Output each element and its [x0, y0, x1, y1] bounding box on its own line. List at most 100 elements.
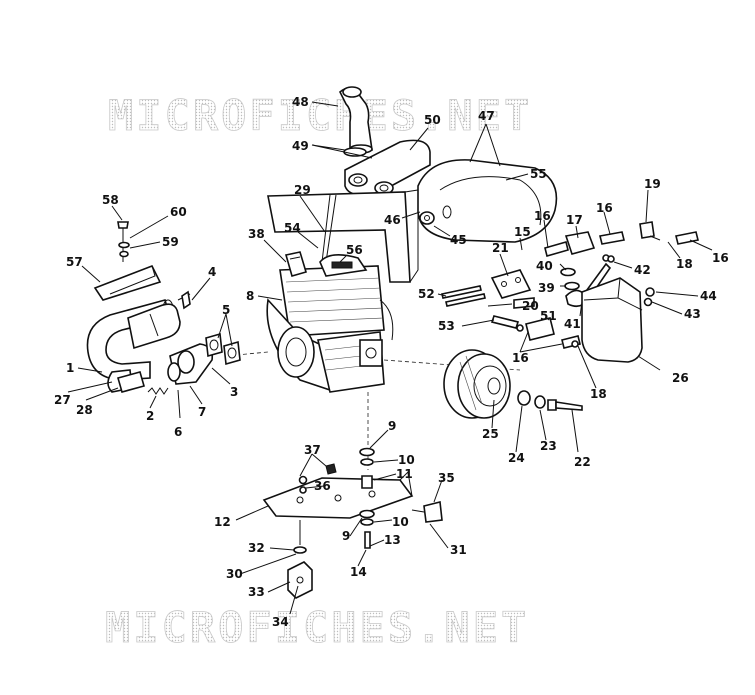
callout-6: 6	[174, 425, 182, 439]
exhaust-manifold	[167, 343, 214, 385]
exhaust-gaskets	[205, 332, 241, 366]
callout-9-bottom: 9	[342, 529, 350, 543]
callout-52: 52	[418, 287, 435, 301]
bracket-nut	[119, 250, 129, 258]
callout-17: 17	[566, 213, 583, 227]
callout-11: 11	[396, 467, 413, 481]
callout-16-top-a: 16	[534, 209, 551, 223]
callout-7: 7	[198, 405, 206, 419]
callout-9-top: 9	[388, 419, 396, 433]
pulley-bolt	[547, 399, 583, 411]
callout-34: 34	[272, 615, 289, 629]
callout-39: 39	[538, 281, 555, 295]
leader-lines	[67, 101, 713, 615]
callout-32: 32	[248, 541, 265, 555]
exhaust-clamp	[107, 369, 145, 393]
callout-10-top: 10	[398, 453, 415, 467]
watermark-bottom: MICROFICHES.NET	[105, 603, 529, 652]
starter-handle	[284, 251, 307, 277]
side-bracket	[411, 501, 443, 523]
throttle-lever	[565, 262, 612, 308]
callout-21: 21	[492, 241, 509, 255]
callout-35: 35	[438, 471, 455, 485]
pulley-lockwasher	[534, 395, 546, 409]
callout-55: 55	[530, 167, 547, 181]
plate-clip	[325, 463, 337, 475]
callout-24: 24	[508, 451, 525, 465]
engine-mount-plate	[262, 470, 414, 519]
callout-10-bottom: 10	[392, 515, 409, 529]
callout-59: 59	[162, 235, 179, 249]
engine-block	[266, 265, 394, 393]
callout-33: 33	[248, 585, 265, 599]
muffler	[127, 303, 181, 350]
callout-27: 27	[54, 393, 71, 407]
mount-bushing-bottom	[359, 509, 375, 549]
callout-56: 56	[346, 243, 363, 257]
lower-mount-bracket	[287, 561, 313, 599]
callout-45: 45	[450, 233, 467, 247]
callout-53: 53	[438, 319, 455, 333]
small-spring	[147, 387, 169, 395]
exhaust-spring	[177, 290, 191, 310]
callout-58: 58	[102, 193, 119, 207]
mounting-plate-small	[490, 269, 532, 299]
callout-37: 37	[304, 443, 321, 457]
callout-20: 20	[522, 299, 539, 313]
callout-29: 29	[294, 183, 311, 197]
callout-3: 3	[230, 385, 238, 399]
callout-28: 28	[76, 403, 93, 417]
drive-pulley	[443, 349, 511, 419]
callout-31: 31	[450, 543, 467, 557]
callout-60: 60	[170, 205, 187, 219]
callout-36: 36	[314, 479, 331, 493]
callout-14: 14	[350, 565, 367, 579]
callout-47: 47	[478, 109, 495, 123]
callout-43: 43	[684, 307, 701, 321]
callout-25: 25	[482, 427, 499, 441]
engine-housing-rear	[267, 189, 419, 283]
pulley-washer	[517, 390, 531, 406]
callout-16-right: 16	[712, 251, 729, 265]
callout-4: 4	[208, 265, 216, 279]
linkage-rods	[544, 221, 699, 263]
callout-16-top-b: 16	[596, 201, 613, 215]
fan-shroud	[417, 159, 558, 243]
plate-washer	[299, 486, 307, 494]
callout-12: 12	[214, 515, 231, 529]
mounting-pins	[441, 285, 486, 307]
callout-38: 38	[248, 227, 265, 241]
callout-5: 5	[222, 303, 230, 317]
callout-26: 26	[672, 371, 689, 385]
callout-19: 19	[644, 177, 661, 191]
callout-48: 48	[292, 95, 309, 109]
carb-mount-rods	[490, 297, 581, 349]
tank-nut	[643, 297, 653, 307]
callout-13: 13	[384, 533, 401, 547]
callout-51: 51	[540, 309, 557, 323]
callout-2: 2	[146, 409, 154, 423]
callout-8: 8	[246, 289, 254, 303]
callout-50: 50	[424, 113, 441, 127]
callout-40: 40	[536, 259, 553, 273]
callout-46: 46	[384, 213, 401, 227]
mount-bushing-top	[359, 447, 375, 489]
callout-22: 22	[574, 455, 591, 469]
callout-44: 44	[700, 289, 717, 303]
callout-23: 23	[540, 439, 557, 453]
callout-42: 42	[634, 263, 651, 277]
muffler-bracket	[93, 264, 162, 301]
callout-57: 57	[66, 255, 83, 269]
watermark-top: MICROFICHES.NET	[108, 91, 532, 140]
throttle-cable	[319, 194, 368, 277]
lower-washer	[293, 546, 307, 554]
callout-49: 49	[292, 139, 309, 153]
intake-manifold	[344, 139, 431, 196]
callout-labels: 48 49 50 47 55 29 46 45 58 60 59 57 4 5 …	[54, 95, 729, 629]
callout-41: 41	[564, 317, 581, 331]
bracket-washer	[118, 241, 130, 249]
callout-15: 15	[514, 225, 531, 239]
callout-54: 54	[284, 221, 301, 235]
callout-16-mid: 16	[512, 351, 529, 365]
